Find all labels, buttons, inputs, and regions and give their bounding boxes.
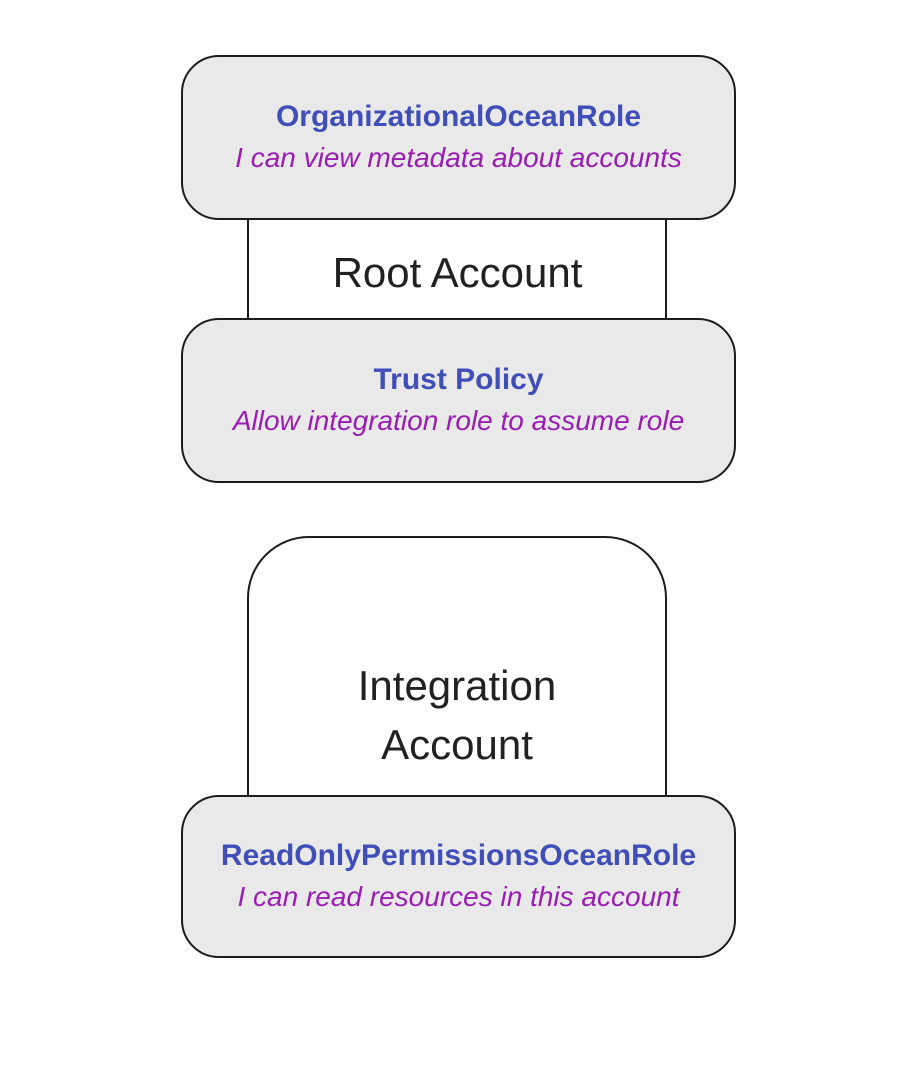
integration-account-label-line2: Account <box>381 721 533 768</box>
root-account-label: Root Account <box>332 249 583 296</box>
organizational-ocean-role-node: OrganizationalOceanRole I can view metad… <box>181 55 736 220</box>
trust-policy-node: Trust Policy Allow integration role to a… <box>181 318 736 483</box>
role-title: Trust Policy <box>373 363 544 396</box>
role-description: Allow integration role to assume role <box>232 405 685 436</box>
role-description: I can read resources in this account <box>237 881 680 912</box>
readonly-permissions-ocean-role-node: ReadOnlyPermissionsOceanRole I can read … <box>181 795 736 958</box>
root-account-cluster-border-right <box>665 219 667 319</box>
role-title: OrganizationalOceanRole <box>275 100 642 133</box>
integration-account-label-line1: Integration <box>357 662 557 709</box>
role-title: ReadOnlyPermissionsOceanRole <box>220 839 697 872</box>
root-account-cluster-border-left <box>247 219 249 319</box>
integration-account-label: Integration Account <box>247 656 667 774</box>
role-description: I can view metadata about accounts <box>235 142 682 173</box>
